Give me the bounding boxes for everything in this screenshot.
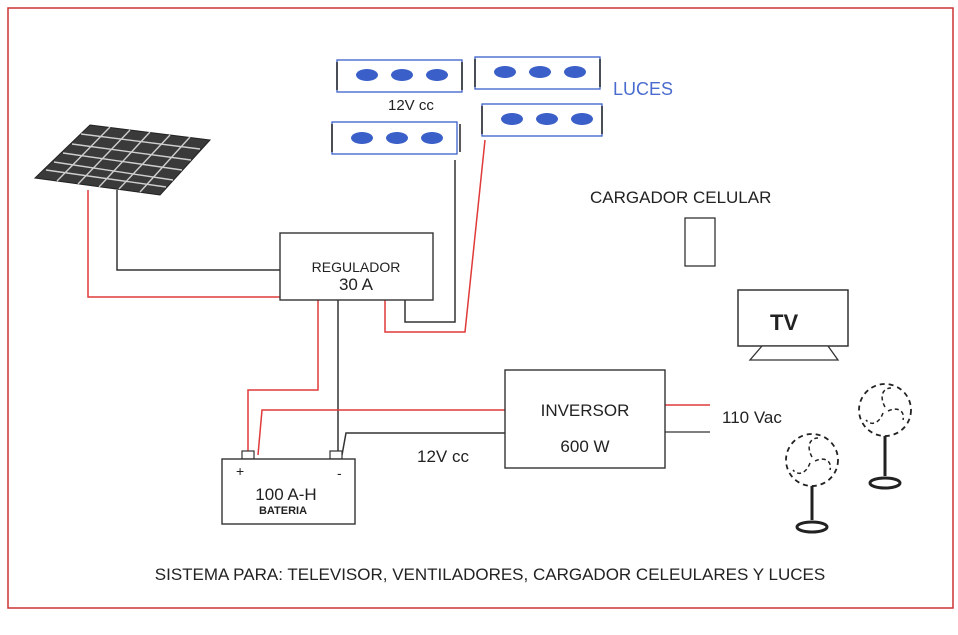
light-strip-icon [336, 59, 463, 93]
light-strip-icon [331, 121, 461, 155]
lights-voltage-label: 12V cc [388, 97, 434, 114]
wiring [87, 139, 710, 456]
light-strip-icon [474, 56, 601, 90]
panel-negative-wire [116, 190, 280, 271]
battery-positive-wire-from-regulator [247, 300, 319, 455]
lights-positive-wire [384, 139, 486, 333]
lights-label: LUCES [613, 79, 673, 99]
solar-panel-icon [33, 124, 212, 196]
tv-icon [737, 289, 849, 361]
battery-negative-terminal-label: - [337, 465, 342, 481]
inverter-negative-wire [341, 432, 505, 456]
battery-icon [221, 450, 356, 525]
ac-output-label: 110 Vac [722, 408, 782, 427]
phone-charger-icon [684, 217, 716, 267]
inverter-label: INVERSOR [541, 401, 630, 420]
battery-voltage-label: 12V cc [417, 447, 469, 466]
battery-positive-terminal-label: + [236, 463, 244, 479]
inverter-box [504, 369, 666, 469]
diagram-caption: SISTEMA PARA: TELEVISOR, VENTILADORES, C… [155, 565, 825, 584]
regulator-label: REGULADOR [312, 259, 401, 275]
regulator-rating: 30 A [339, 275, 374, 294]
regulator-box [279, 232, 434, 301]
fan-icon [858, 383, 912, 490]
lights-negative-wire [404, 160, 456, 323]
light-strip-icon [481, 103, 603, 137]
inverter-rating: 600 W [560, 437, 609, 456]
inverter-positive-wire [257, 409, 505, 456]
fan-icon [785, 433, 839, 534]
battery-label: BATERIA [259, 505, 307, 517]
tv-label: TV [770, 310, 798, 335]
diagram-frame [7, 7, 954, 609]
phone-charger-label: CARGADOR CELULAR [590, 188, 771, 207]
battery-capacity: 100 A-H [255, 485, 316, 504]
panel-positive-wire [87, 190, 280, 298]
